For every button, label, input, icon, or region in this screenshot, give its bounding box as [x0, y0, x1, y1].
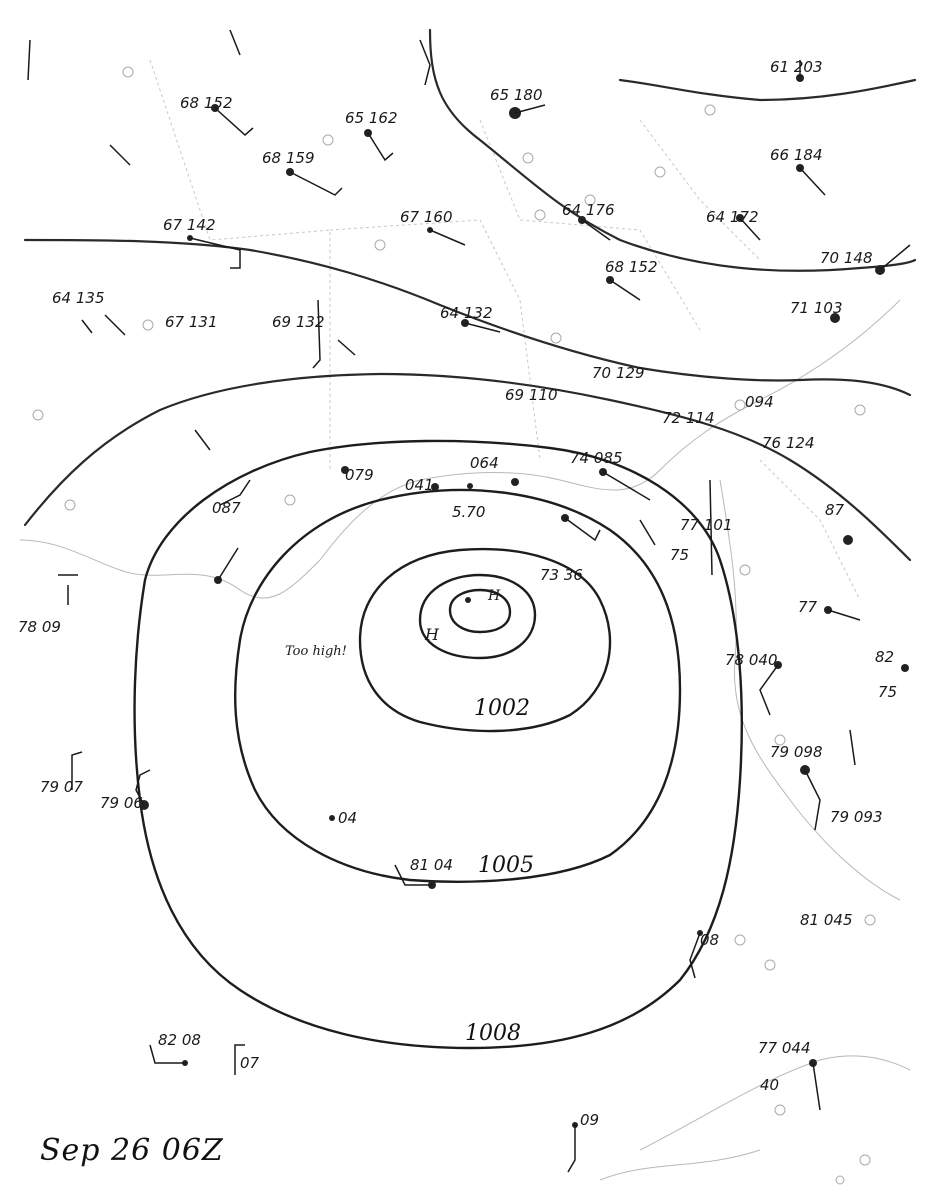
station-s15: 68 152 — [605, 258, 658, 276]
station-s20: 72 114 — [662, 409, 715, 427]
station-s38: 79 07 — [40, 778, 83, 796]
isobar-1008 — [133, 439, 743, 1050]
station-s11: 64 135 — [52, 289, 105, 307]
storm-center: H H — [424, 588, 501, 644]
isobar-labels: 1002 1005 1008 — [465, 696, 534, 1046]
station-s35: 79 093 — [830, 808, 883, 826]
analysis-lines — [23, 28, 917, 562]
station-s44: 07 — [240, 1054, 260, 1072]
station-s43: 82 08 — [158, 1031, 201, 1049]
station-s13: 69 132 — [272, 313, 325, 331]
station-s46: 78 09 — [18, 618, 61, 636]
station-s18: 69 110 — [505, 386, 558, 404]
station-s21: 094 — [745, 393, 774, 411]
station-s9: 64 176 — [562, 201, 615, 219]
base-map — [19, 59, 911, 1185]
station-s17: 71 103 — [790, 299, 843, 317]
station-s2: 65 162 — [345, 109, 398, 127]
station-s12: 67 131 — [165, 313, 218, 331]
station-s49: 75 — [878, 683, 897, 701]
center-marker-h1: H — [487, 588, 501, 604]
station-s25: 041 — [405, 476, 434, 494]
isobar-label-1005: 1005 — [478, 853, 534, 878]
station-s26: 064 — [470, 454, 499, 472]
isobar-label-1008: 1008 — [465, 1021, 521, 1046]
station-s39: 79 06 — [100, 794, 143, 812]
station-s28: 87 — [825, 501, 845, 519]
station-s48: 82 — [875, 648, 894, 666]
isobar-label-1002: 1002 — [474, 696, 530, 721]
station-s31: 75 — [670, 546, 689, 564]
station-s22: 76 124 — [762, 434, 815, 452]
station-s19: 70 129 — [592, 364, 645, 382]
isobar-1005 — [233, 488, 682, 883]
station-s40: 04 — [338, 809, 357, 827]
station-s1: 68 152 — [180, 94, 233, 112]
center-marker-h2: H — [424, 625, 440, 644]
wind-barbs — [27, 29, 911, 1173]
station-s16: 70 148 — [820, 249, 873, 267]
station-plots: 68 152 65 162 65 180 61 203 68 159 66 18… — [18, 29, 911, 1173]
station-s10: 64 172 — [706, 208, 759, 226]
isobars — [133, 439, 743, 1050]
isobar-1002 — [358, 547, 612, 733]
station-s23: 087 — [212, 499, 241, 517]
isobar-inner-2 — [448, 588, 512, 634]
station-s8: 67 160 — [400, 208, 453, 226]
station-s6: 66 184 — [770, 146, 823, 164]
center-dot — [465, 597, 471, 603]
station-s36: 81 045 — [800, 911, 853, 929]
station-s33: 78 040 — [725, 651, 778, 669]
annotation-note: Too high! — [285, 644, 347, 659]
station-s4: 61 203 — [770, 58, 823, 76]
station-s27: 74 085 — [570, 449, 623, 467]
station-s41: 81 04 — [410, 856, 453, 874]
station-s45: 09 — [580, 1111, 599, 1129]
map-date-label: Sep 26 06Z — [40, 1133, 224, 1168]
station-s50: 40 — [760, 1076, 779, 1094]
station-s29: 77 101 — [680, 516, 733, 534]
station-s30: 73 36 — [540, 566, 583, 584]
station-s24: 079 — [345, 466, 374, 484]
station-s47: 5.70 — [452, 503, 485, 521]
station-s42: 08 — [700, 931, 719, 949]
station-s37: 77 044 — [758, 1039, 811, 1057]
station-s7: 67 142 — [163, 216, 216, 234]
station-s34: 79 098 — [770, 743, 823, 761]
station-s3: 65 180 — [490, 86, 543, 104]
station-s32: 77 — [798, 598, 818, 616]
isobar-inner-1 — [418, 573, 537, 660]
station-s5: 68 159 — [262, 149, 315, 167]
station-s14: 64 132 — [440, 304, 493, 322]
